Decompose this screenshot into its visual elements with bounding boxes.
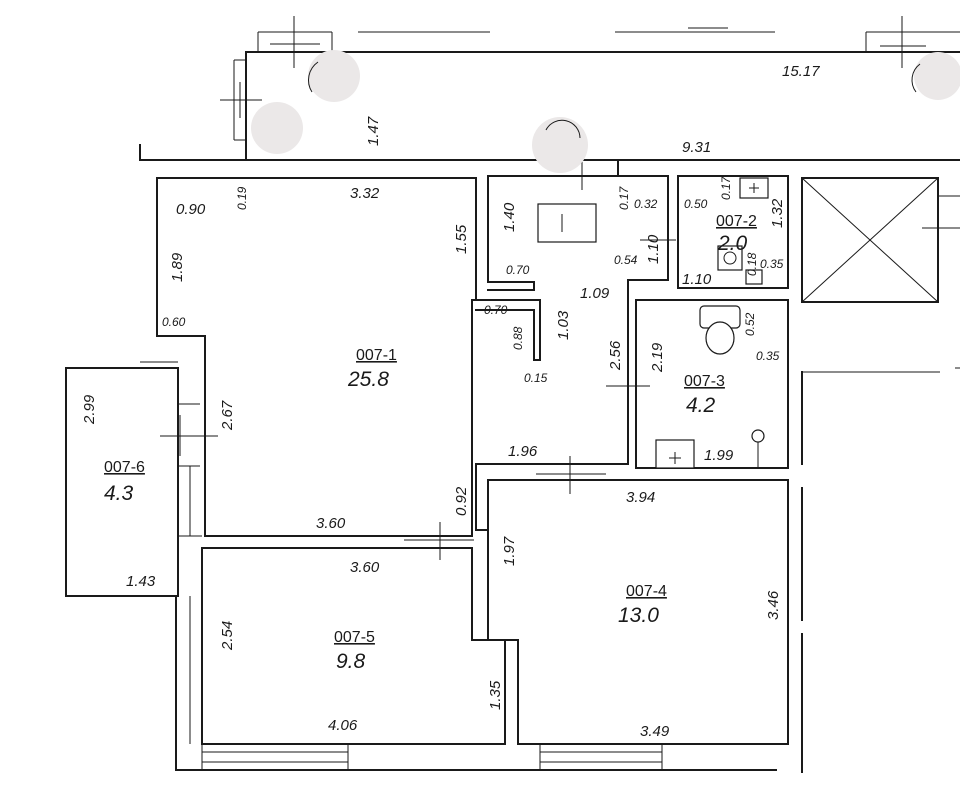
- dim-label: 2.19: [649, 342, 666, 373]
- hall: [475, 159, 676, 745]
- balcony: [139, 16, 960, 190]
- dim-label: 1.32: [769, 198, 786, 228]
- dim-label: 1.10: [645, 234, 662, 264]
- dim-label: 1.40: [501, 202, 518, 232]
- dim-label: 0.32: [634, 197, 658, 211]
- room-007-1: [156, 177, 541, 560]
- dim-label: 3.46: [765, 590, 782, 620]
- room-area-007-1: 25.8: [347, 368, 389, 391]
- room-007-4: [487, 479, 789, 771]
- dim-label: 0.88: [511, 326, 525, 350]
- dim-label: 3.60: [316, 515, 346, 532]
- dim-label: 1.35: [487, 680, 504, 710]
- dim-label: 0.35: [760, 257, 784, 271]
- shaft: [801, 177, 960, 303]
- dim-label: 0.70: [484, 303, 508, 317]
- marker-blob: [914, 52, 960, 100]
- sink-fixture: [537, 203, 597, 243]
- room-id-007-2: 007-2: [716, 213, 757, 230]
- dim-label: 3.32: [350, 185, 380, 202]
- dim-label: 1.03: [555, 310, 572, 340]
- room-id-007-3: 007-3: [684, 373, 725, 390]
- dim-label: 15.17: [782, 63, 820, 80]
- dim-label: 1.99: [704, 447, 734, 464]
- dim-label: 1.43: [126, 573, 156, 590]
- room-007-6: [65, 361, 202, 597]
- dim-label: 0.70: [506, 263, 530, 277]
- dim-label: 3.94: [626, 489, 655, 506]
- dim-label: 4.06: [328, 717, 358, 734]
- dim-label: 1.97: [501, 536, 518, 566]
- dim-label: 2.54: [219, 621, 236, 651]
- dim-label: 0.17: [719, 175, 733, 200]
- dim-label: 0.50: [684, 197, 708, 211]
- dim-label: 1.47: [365, 116, 382, 146]
- dim-label: 0.60: [162, 315, 186, 329]
- dim-label: 1.55: [453, 224, 470, 254]
- dim-label: 1.96: [508, 443, 538, 460]
- marker-blob: [308, 50, 360, 102]
- dim-label: 0.18: [745, 252, 759, 276]
- room-007-3: [635, 299, 789, 469]
- dim-label: 3.60: [350, 559, 380, 576]
- room-007-5: [175, 547, 777, 771]
- dim-label: 0.17: [617, 185, 631, 210]
- room-area-007-6: 4.3: [104, 482, 134, 505]
- room-id-007-6: 007-6: [104, 459, 145, 476]
- dim-label: 1.10: [682, 271, 712, 288]
- dim-label: 0.19: [235, 186, 249, 210]
- room-area-007-2: 2.0: [717, 232, 748, 255]
- room-area-007-3: 4.2: [686, 394, 716, 417]
- room-id-007-5: 007-5: [334, 629, 375, 646]
- dim-label: 1.89: [169, 252, 186, 282]
- dim-label: 2.56: [607, 340, 624, 371]
- room-id-007-1: 007-1: [356, 347, 397, 364]
- room-area-007-5: 9.8: [336, 650, 366, 673]
- dim-label: 0.15: [524, 371, 548, 385]
- dim-label: 0.54: [614, 253, 638, 267]
- room-area-007-4: 13.0: [618, 604, 659, 627]
- marker-blob: [251, 102, 303, 154]
- dim-label: 0.52: [743, 312, 757, 336]
- room-labels: 007-1 25.8 007-2 2.0 007-3 4.2 007-4 13.…: [104, 213, 757, 673]
- dim-label: 9.31: [682, 139, 711, 156]
- right-walls: [801, 367, 960, 773]
- dimension-labels: 15.17 1.47 9.31 3.32 0.90 0.19 1.89 0.60…: [81, 63, 820, 740]
- dim-label: 1.09: [580, 285, 610, 302]
- dim-label: 0.90: [176, 201, 206, 218]
- marker-blob: [532, 117, 588, 173]
- dim-label: 2.67: [219, 400, 236, 431]
- room-id-007-4: 007-4: [626, 583, 667, 600]
- dim-label: 2.99: [81, 394, 98, 425]
- dim-label: 0.35: [756, 349, 780, 363]
- room-007-2: [677, 175, 789, 289]
- dim-label: 3.49: [640, 723, 670, 740]
- dim-label: 0.92: [453, 486, 470, 516]
